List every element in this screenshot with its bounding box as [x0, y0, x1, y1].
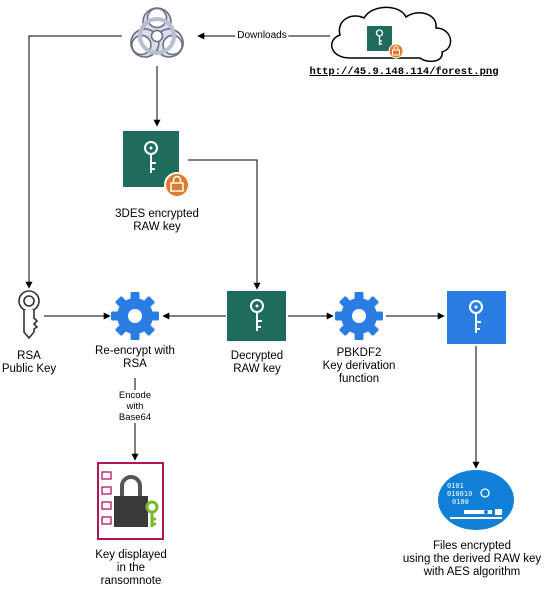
edge-label-downloads: Downloads: [235, 30, 289, 42]
label-line: with AES algorithm: [423, 566, 521, 578]
label-line: RAW key: [133, 221, 181, 233]
key-icon: [18, 290, 40, 340]
label-reencrypt: Re-encrypt with RSA: [95, 345, 175, 371]
label-pbkdf2: PBKDF2 Key derivation function: [323, 347, 396, 386]
label-line: Public Key: [1, 363, 57, 375]
label-line: 3DES encrypted: [115, 208, 199, 220]
edge-encrypted-to-decrypted: [188, 159, 261, 290]
label-line: Base64: [118, 412, 152, 423]
label-line: RSA: [123, 358, 147, 370]
label-decrypted-key: Decrypted RAW key: [231, 350, 283, 376]
label-line: ransomnote: [100, 575, 162, 587]
label-rsa-key: RSA Public Key: [2, 350, 56, 376]
edge-label-encode: Encode with Base64: [118, 390, 152, 423]
gear-icon: [111, 292, 159, 340]
label-line: Key derivation: [322, 360, 396, 372]
download-url[interactable]: http://45.9.148.114/forest.png: [309, 66, 499, 78]
label-files-encrypted: Files encrypted using the derived RAW ke…: [403, 540, 541, 579]
label-line: in the: [116, 562, 146, 574]
key-icon: [447, 291, 506, 344]
label-line: PBKDF2: [336, 347, 382, 359]
label-line: Encode: [118, 390, 152, 401]
label-encrypted-key: 3DES encrypted RAW key: [115, 208, 199, 234]
svg-text:0101: 0101: [447, 482, 464, 490]
label-line: Key displayed: [95, 549, 167, 561]
label-ransomnote: Key displayed in the ransomnote: [95, 549, 167, 588]
label-line: function: [338, 373, 380, 385]
gear-icon: [335, 292, 383, 340]
encrypted-data-icon: 0101 010010 0100: [438, 470, 514, 530]
ransomnote-lock-icon: [97, 462, 164, 540]
label-line: Re-encrypt with: [95, 345, 175, 357]
key-icon: [227, 291, 286, 341]
label-line: with: [126, 401, 144, 412]
svg-text:010010: 010010: [447, 490, 472, 498]
svg-text:0100: 0100: [452, 498, 469, 506]
locked-key-icon: [123, 131, 190, 198]
label-line: RSA: [17, 350, 41, 362]
label-line: RAW key: [233, 363, 281, 375]
label-line: Files encrypted: [433, 540, 511, 552]
edge-biohazard-to-rsa-key: [25, 35, 122, 289]
cloud-icon: [330, 6, 452, 63]
label-line: Decrypted: [230, 350, 284, 362]
label-line: using the derived RAW key: [402, 553, 542, 565]
biohazard-icon: [130, 7, 184, 58]
